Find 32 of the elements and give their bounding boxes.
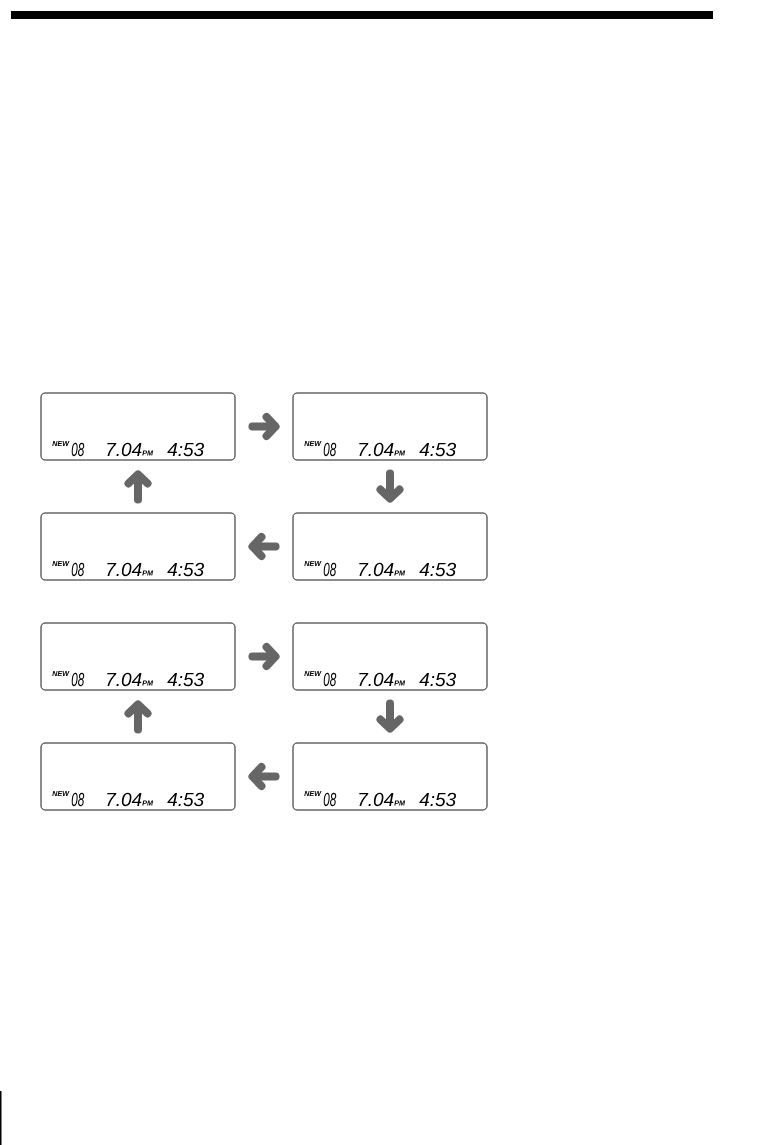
digit-readout: 08 (71, 792, 85, 807)
digit-readout: 08 (323, 442, 337, 457)
digit-readout: 4:53 (419, 792, 456, 807)
digit-readout: 08 (323, 562, 337, 577)
digit-readout: 7.04 (107, 792, 142, 807)
digit-readout: 4:53 (167, 792, 204, 807)
arrow (248, 533, 280, 560)
digit-readout: 4:53 (167, 562, 204, 577)
digit-readout: 08 (71, 672, 85, 687)
digit-readout: 4:53 (167, 442, 204, 457)
digit-readout: 7.04 (107, 442, 142, 457)
digit-readout: 08 (71, 562, 85, 577)
digit-readout: 4:53 (419, 672, 456, 687)
digit-readout: 4:53 (167, 672, 204, 687)
arrow (376, 469, 404, 503)
arrow (248, 413, 280, 440)
digit-readout: 7.04 (359, 562, 394, 577)
digit-readout: 4:53 (419, 562, 456, 577)
digit-readout: 7.04 (359, 792, 394, 807)
digit-readout: 7.04 (359, 442, 394, 457)
arrow (124, 470, 152, 504)
arrow (124, 700, 152, 734)
arrow (248, 763, 280, 790)
digit-readout: 7.04 (107, 672, 142, 687)
digit-readout: 7.04 (359, 672, 394, 687)
digit-readout: 7.04 (107, 562, 142, 577)
digit-readout: 08 (323, 792, 337, 807)
digit-readout: 4:53 (419, 442, 456, 457)
arrow (376, 699, 404, 733)
arrow (248, 643, 280, 670)
digit-readout: 08 (323, 672, 337, 687)
digit-readout: 08 (71, 442, 85, 457)
